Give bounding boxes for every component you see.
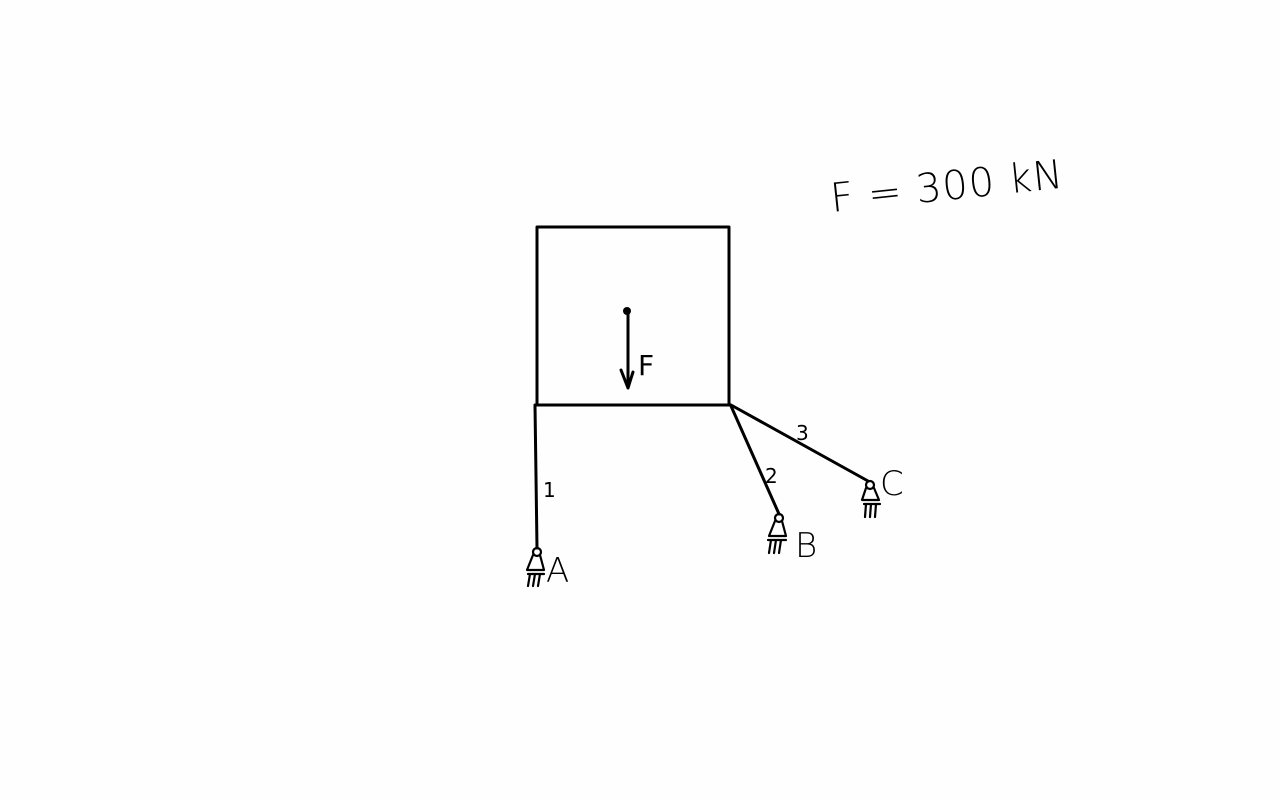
support-a-label: A: [546, 551, 569, 591]
support-b-symbol: [766, 512, 788, 555]
support-c-symbol: [860, 479, 882, 519]
bar-2-label: 2: [765, 464, 778, 488]
bar-1-label: 1: [543, 478, 556, 502]
support-c-label: C: [880, 464, 904, 504]
given-force-value: F = 300 kN: [828, 152, 1066, 222]
bar-1: [533, 403, 539, 550]
bar-3: [729, 403, 870, 483]
load-arrow: [619, 311, 635, 390]
support-b-label: B: [795, 526, 817, 566]
bar-2: [729, 404, 781, 516]
load-label: F: [638, 349, 654, 382]
rigid-body-box: [535, 225, 731, 407]
support-a-symbol: [525, 546, 546, 588]
bar-3-label: 3: [796, 421, 809, 445]
